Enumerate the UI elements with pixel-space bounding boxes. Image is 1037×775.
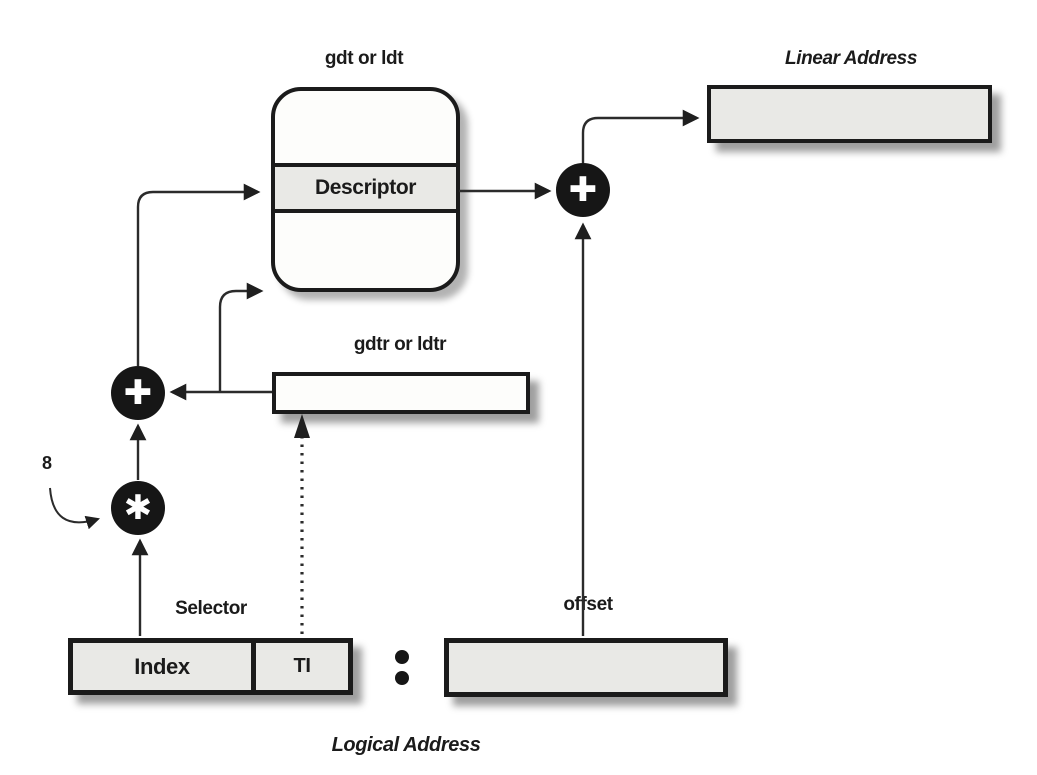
ti-cell-label: TI [293,655,311,677]
selector-index-cell: Index [73,643,256,690]
logical-address-label: Logical Address [331,734,481,756]
colon-dot-bottom [395,671,409,685]
selector-ti-cell: TI [256,643,348,690]
selector-box: Index TI [68,638,353,695]
multiply-operator-icon: ✱ [111,481,165,535]
selector-label: Selector [175,598,247,619]
dotted-arrowhead [294,414,310,438]
add-operator-right-icon: ✚ [556,163,610,217]
gdt-table-label: gdt or ldt [324,48,404,69]
descriptor-row: Descriptor [275,163,456,213]
arrow-base-to-table [218,282,264,392]
descriptor-row-label: Descriptor [314,176,417,199]
linear-address-label: Linear Address [784,48,918,69]
offset-label: offset [563,594,613,615]
add-glyph: ✚ [568,170,598,210]
multiply-glyph: ✱ [123,488,153,528]
arrow-add-to-descriptor [136,183,261,366]
add-glyph: ✚ [123,373,153,413]
arrow-eight-to-multiply [49,487,101,530]
linear-address-box [707,85,992,143]
colon-dot-top [395,650,409,664]
arrow-add-to-linear [581,109,700,163]
gdtr-register-box [272,372,530,414]
colon-separator [395,650,409,685]
add-operator-left-icon: ✚ [111,366,165,420]
offset-box [444,638,728,697]
gdtr-register-label: gdtr or ldtr [353,334,447,355]
index-cell-label: Index [134,653,190,679]
scale-factor-label: 8 [42,453,53,473]
